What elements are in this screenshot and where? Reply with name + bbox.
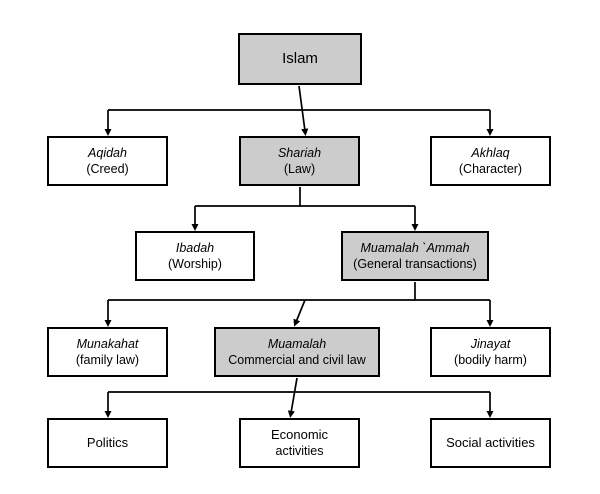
edge-muamalah-to-social — [297, 391, 494, 418]
node-ibadah: Ibadah (Worship) — [135, 231, 255, 281]
node-economic-activities-title: Economic — [270, 426, 329, 442]
edge-islam-to-shariah — [298, 85, 309, 136]
node-muamalah-ammah: Muamalah `Ammah (General transactions) — [341, 231, 489, 281]
node-politics-title: Politics — [86, 434, 129, 450]
node-muamalah-subtitle: Commercial and civil law — [228, 353, 366, 367]
node-jinayat-subtitle: (bodily harm) — [454, 353, 527, 367]
node-shariah-title: Shariah — [277, 146, 322, 160]
node-munakahat: Munakahat (family law) — [47, 327, 168, 377]
node-islam-title: Islam — [282, 50, 318, 68]
edge-shariah-to-muamalah-ammah — [300, 205, 419, 231]
node-shariah-subtitle: (Law) — [283, 162, 316, 176]
node-muamalah-title: Muamalah — [267, 337, 327, 351]
node-economic-activities-subtitle: activities — [275, 444, 324, 459]
node-akhlaq-subtitle: (Character) — [458, 162, 523, 176]
node-munakahat-subtitle: (family law) — [75, 353, 140, 367]
node-munakahat-title: Munakahat — [76, 337, 139, 351]
node-aqidah-title: Aqidah — [88, 146, 127, 160]
node-jinayat: Jinayat (bodily harm) — [430, 327, 551, 377]
edge-shariah-to-ibadah — [191, 187, 301, 231]
node-shariah: Shariah (Law) — [239, 136, 360, 186]
node-ibadah-title: Ibadah — [175, 241, 215, 255]
edge-ammah-to-jinayat — [415, 299, 494, 327]
node-social-activities: Social activities — [430, 418, 551, 468]
edge-ammah-to-muamalah — [293, 299, 306, 327]
node-aqidah-subtitle: (Creed) — [86, 162, 129, 176]
edge-muamalah-to-politics — [104, 391, 297, 418]
node-akhlaq-title: Akhlaq — [471, 146, 510, 160]
node-aqidah: Aqidah (Creed) — [47, 136, 168, 186]
edge-islam-to-akhlaq — [300, 109, 494, 136]
node-jinayat-title: Jinayat — [470, 337, 511, 351]
edge-islam-to-aqidah — [104, 109, 300, 136]
node-ibadah-subtitle: (Worship) — [168, 257, 222, 271]
node-economic-activities: Economic activities — [239, 418, 360, 468]
node-social-activities-title: Social activities — [446, 434, 535, 450]
node-muamalah-ammah-title: Muamalah `Ammah — [360, 241, 470, 255]
node-akhlaq: Akhlaq (Character) — [430, 136, 551, 186]
node-politics: Politics — [47, 418, 168, 468]
edge-ammah-to-munakahat — [104, 282, 416, 327]
node-islam: Islam — [238, 33, 362, 85]
edge-muamalah-to-economic — [287, 377, 298, 418]
node-muamalah-ammah-subtitle: (General transactions) — [353, 257, 477, 271]
